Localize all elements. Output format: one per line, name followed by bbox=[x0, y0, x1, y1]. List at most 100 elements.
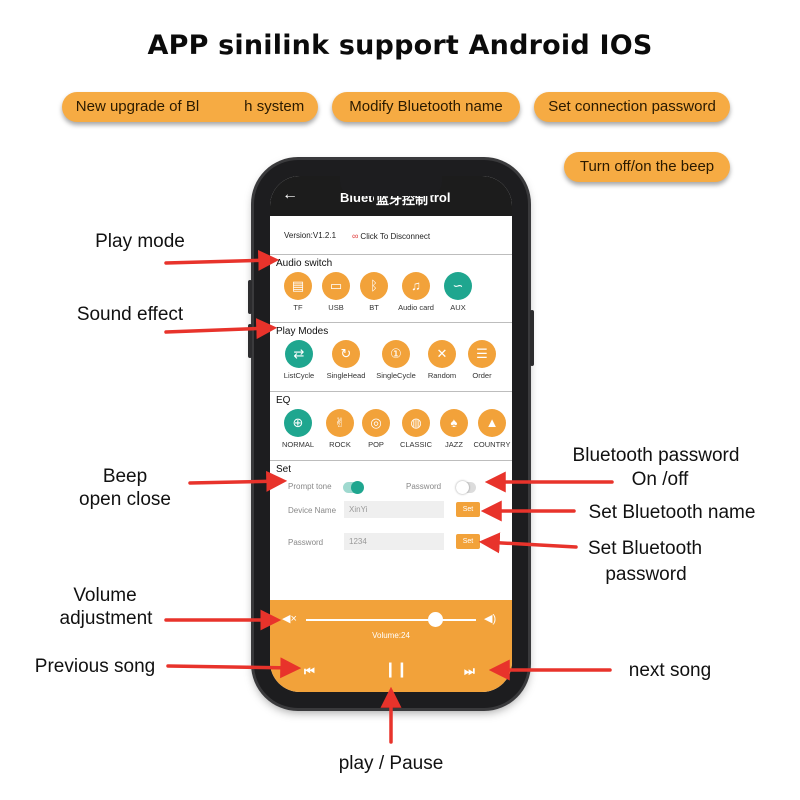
headline: APP sinilink support Android IOS bbox=[147, 30, 653, 61]
set-section: Set Prompt tone Password Device Name Xin… bbox=[270, 460, 512, 600]
callout-next-song: next song bbox=[628, 660, 712, 681]
play-mode-label: Random bbox=[427, 371, 457, 380]
device-name-input[interactable]: XinYi bbox=[344, 501, 444, 518]
audio-switch-label: AUX bbox=[450, 303, 466, 312]
order-icon: ☰ bbox=[468, 340, 496, 368]
play-mode-label: Order bbox=[472, 371, 492, 380]
password-field-label: Password bbox=[288, 538, 324, 547]
eq-label: NORMAL bbox=[281, 440, 315, 449]
set-device-name-button[interactable]: Set bbox=[456, 502, 480, 517]
vinyl-icon: ◍ bbox=[402, 409, 430, 437]
next-track-icon[interactable]: ⏭ bbox=[464, 664, 475, 678]
play-modes-section: Play Modes ⇄ ListCycle ↻ SingleHead ① Singl… bbox=[270, 322, 512, 392]
callout-play-pause: play / Pause bbox=[338, 753, 444, 774]
volume-up-hardware-button bbox=[248, 280, 252, 314]
eq-label: POP bbox=[368, 440, 384, 449]
toggle-knob bbox=[351, 481, 364, 494]
audio-switch-tf[interactable]: ▤ TF bbox=[274, 272, 322, 312]
disconnect-label: Click To Disconnect bbox=[360, 232, 431, 241]
callout-play-mode: Play mode bbox=[95, 231, 185, 252]
play-mode-label: ListCycle bbox=[283, 371, 315, 380]
play-mode-listcycle[interactable]: ⇄ ListCycle bbox=[275, 340, 323, 380]
info-row: Version:V1.2.1 ∞Click To Disconnect bbox=[270, 216, 512, 254]
prompt-tone-label: Prompt tone bbox=[288, 482, 332, 491]
pill-set-password: Set connection password bbox=[534, 92, 730, 122]
callout-beep-2: open close bbox=[79, 489, 171, 510]
callout-set-bt-password-1: Set Bluetooth bbox=[587, 538, 703, 559]
callout-set-bt-password-2: password bbox=[605, 564, 687, 585]
player-bar: ◀× ◀) Volume:24 ⏮ ❙❙ ⏭ bbox=[270, 600, 512, 692]
eq-normal-icon: ⊕ bbox=[284, 409, 312, 437]
speaker-icon[interactable]: ◀) bbox=[484, 613, 497, 625]
list-cycle-icon: ⇄ bbox=[285, 340, 313, 368]
single-cycle-icon: ① bbox=[382, 340, 410, 368]
pill-modify-bt-name: Modify Bluetooth name bbox=[332, 92, 520, 122]
play-mode-singlecycle[interactable]: ① SingleCycle bbox=[372, 340, 420, 380]
eq-title: EQ bbox=[276, 395, 291, 406]
callout-set-bt-name: Set Bluetooth name bbox=[588, 502, 756, 523]
audio-switch-section: Audio switch ▤ TF ▭ USB ᛒ BT ♫ Audio card ∽ A… bbox=[270, 254, 512, 324]
audio-switch-label: USB bbox=[328, 303, 344, 312]
power-hardware-button bbox=[530, 310, 534, 366]
audio-switch-title: Audio switch bbox=[276, 258, 333, 269]
hat-icon: ♠ bbox=[440, 409, 468, 437]
version-label: Version:V1.2.1 bbox=[284, 231, 337, 240]
play-modes-title: Play Modes bbox=[276, 326, 329, 337]
pill-upgrade-system: New upgrade of Bl h system bbox=[62, 92, 318, 122]
phone-screen: ← Bluetooth Control 蓝牙控制 Version:V1.2.1 … bbox=[270, 176, 512, 692]
play-pause-icon[interactable]: ❙❙ bbox=[384, 661, 408, 678]
sd-card-icon: ▤ bbox=[284, 272, 312, 300]
play-mode-random[interactable]: ✕ Random bbox=[418, 340, 466, 380]
callout-beep-1: Beep bbox=[102, 466, 148, 487]
audio-switch-aux[interactable]: ∽ AUX bbox=[434, 272, 482, 312]
shuffle-icon: ✕ bbox=[428, 340, 456, 368]
eq-normal[interactable]: ⊕ NORMAL bbox=[274, 409, 322, 449]
eq-label: JAZZ bbox=[445, 440, 463, 449]
music-note-icon: ♫ bbox=[402, 272, 430, 300]
previous-track-icon[interactable]: ⏮ bbox=[304, 664, 315, 678]
password-toggle-label: Password bbox=[406, 482, 442, 491]
headphones-icon: ◎ bbox=[362, 409, 390, 437]
callout-volume-1: Volume bbox=[73, 585, 137, 606]
set-password-button[interactable]: Set bbox=[456, 534, 480, 549]
link-icon: ∞ bbox=[352, 231, 359, 241]
volume-down-hardware-button bbox=[248, 324, 252, 358]
play-mode-label: SingleCycle bbox=[376, 371, 416, 380]
eq-label: COUNTRY bbox=[473, 440, 511, 449]
play-mode-order[interactable]: ☰ Order bbox=[458, 340, 506, 380]
audio-switch-audio-card[interactable]: ♫ Audio card bbox=[392, 272, 440, 312]
usb-icon: ▭ bbox=[322, 272, 350, 300]
eq-rock[interactable]: ✌ ROCK bbox=[316, 409, 364, 449]
eq-country[interactable]: ▲ COUNTRY bbox=[468, 409, 512, 449]
play-mode-singlehead[interactable]: ↻ SingleHead bbox=[322, 340, 370, 380]
mute-icon[interactable]: ◀× bbox=[282, 613, 297, 625]
audio-switch-bt[interactable]: ᛒ BT bbox=[350, 272, 398, 312]
rock-hand-icon: ✌ bbox=[326, 409, 354, 437]
audio-switch-usb[interactable]: ▭ USB bbox=[312, 272, 360, 312]
volume-slider-knob[interactable] bbox=[427, 612, 443, 627]
eq-label: ROCK bbox=[329, 440, 351, 449]
prompt-tone-toggle[interactable] bbox=[343, 481, 364, 494]
audio-switch-label: Audio card bbox=[398, 303, 434, 312]
password-toggle[interactable] bbox=[456, 481, 476, 494]
set-title: Set bbox=[276, 464, 292, 475]
callout-volume-2: adjustment bbox=[59, 608, 153, 629]
callout-bt-password-1: Bluetooth password bbox=[572, 445, 740, 466]
house-icon: ▲ bbox=[478, 409, 506, 437]
eq-pop[interactable]: ◎ POP bbox=[352, 409, 400, 449]
single-head-icon: ↻ bbox=[332, 340, 360, 368]
password-input[interactable]: 1234 bbox=[344, 533, 444, 550]
audio-switch-label: BT bbox=[369, 303, 379, 312]
eq-section: EQ ⊕ NORMAL ✌ ROCK ◎ POP ◍CLASSIC ♠ JAZZ ▲ CO… bbox=[270, 391, 512, 461]
play-mode-label: SingleHead bbox=[326, 371, 366, 380]
eq-jazz[interactable]: ♠ JAZZ bbox=[430, 409, 478, 449]
bluetooth-icon: ᛒ bbox=[360, 272, 388, 300]
aux-cable-icon: ∽ bbox=[444, 272, 472, 300]
back-arrow-icon[interactable]: ← bbox=[282, 186, 298, 203]
volume-slider-track[interactable] bbox=[306, 619, 476, 621]
pill-beep-toggle: Turn off/on the beep bbox=[564, 152, 730, 182]
audio-switch-label: TF bbox=[293, 303, 303, 312]
eq-classic[interactable]: ◍CLASSIC bbox=[392, 409, 440, 449]
disconnect-link[interactable]: ∞Click To Disconnect bbox=[352, 231, 430, 241]
callout-previous-song: Previous song bbox=[34, 656, 156, 677]
